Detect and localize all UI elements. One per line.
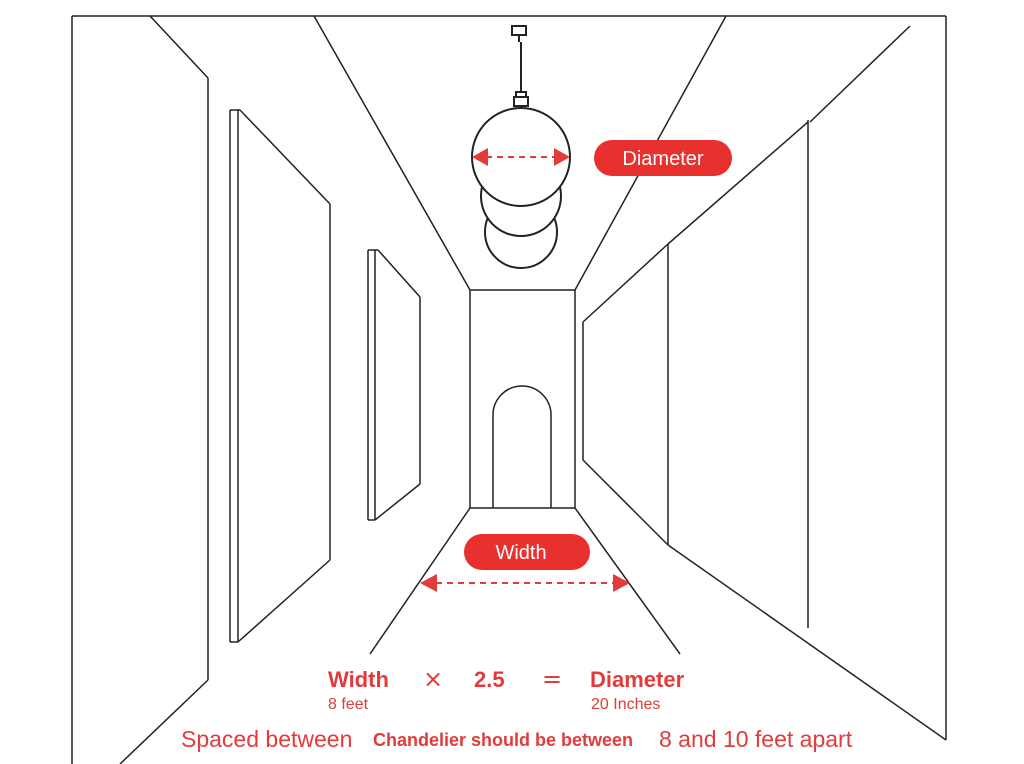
formula-diameter-value: 20 Inches (591, 696, 660, 713)
formula-diameter-label: Diameter (590, 667, 685, 692)
width-pill: Width (464, 534, 590, 570)
left-wall (119, 15, 209, 764)
right-wall (582, 25, 947, 741)
left-frame-small (367, 249, 421, 521)
left-frame-large (229, 109, 331, 643)
caption: Spaced between Chandelier should be betw… (181, 726, 853, 752)
formula-width-value: 8 feet (328, 696, 369, 713)
width-arrow-icon (420, 574, 630, 592)
diameter-pill: Diameter (594, 140, 732, 176)
caption-prefix: Spaced between (181, 726, 352, 752)
double-arrow-icon (472, 148, 570, 166)
chandelier-icon (471, 25, 571, 269)
diameter-pill-label: Diameter (622, 148, 703, 170)
formula-factor: 2.5 (474, 667, 505, 692)
outer-frame (71, 15, 947, 764)
formula: Width 8 feet × 2.5 = Diameter 20 Inches (328, 665, 685, 713)
formula-width-label: Width (328, 667, 389, 692)
doorway-arch (492, 385, 552, 508)
formula-equals: = (542, 665, 562, 693)
width-pill-label: Width (495, 542, 546, 564)
caption-suffix: 8 and 10 feet apart (659, 726, 853, 752)
formula-times: × (423, 665, 443, 693)
caption-middle: Chandelier should be between (373, 730, 633, 750)
